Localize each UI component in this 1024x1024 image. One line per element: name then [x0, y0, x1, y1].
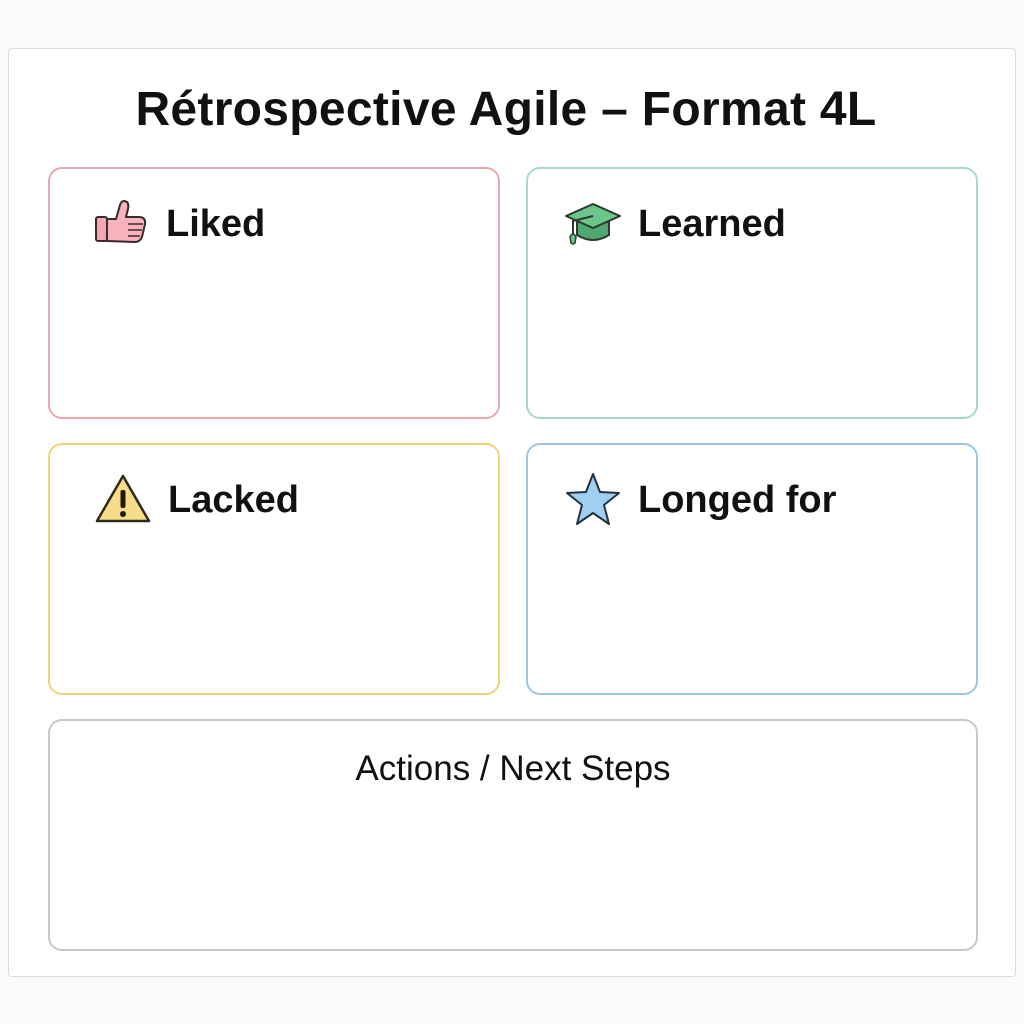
- lacked-card[interactable]: Lacked: [48, 443, 500, 695]
- learned-card[interactable]: Learned: [526, 167, 978, 419]
- thumbs-up-icon: [92, 195, 150, 253]
- learned-card-header: Learned: [564, 195, 786, 253]
- liked-card[interactable]: Liked: [48, 167, 500, 419]
- star-icon: [564, 471, 622, 529]
- lacked-card-label: Lacked: [168, 478, 299, 521]
- graduation-cap-icon: [564, 195, 622, 253]
- page-title: Rétrospective Agile – Format 4L: [135, 83, 877, 136]
- longed-for-card[interactable]: Longed for: [526, 443, 978, 695]
- longed-for-card-header: Longed for: [564, 471, 836, 529]
- learned-card-label: Learned: [638, 202, 786, 245]
- longed-for-card-label: Longed for: [638, 478, 837, 521]
- liked-card-header: Liked: [92, 195, 265, 253]
- lacked-card-header: Lacked: [94, 471, 299, 529]
- actions-card-label: Actions / Next Steps: [355, 749, 671, 788]
- warning-icon: [94, 471, 152, 529]
- liked-card-label: Liked: [166, 202, 266, 245]
- actions-card[interactable]: Actions / Next Steps: [48, 719, 978, 951]
